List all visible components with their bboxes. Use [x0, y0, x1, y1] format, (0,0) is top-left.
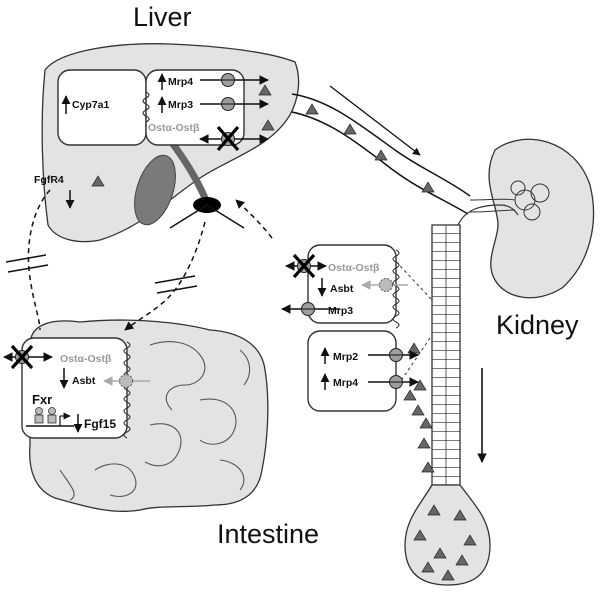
intestine-ost-knockout-mark — [10, 344, 34, 370]
urine-drop — [404, 484, 491, 586]
bile-acid-liver-3 — [91, 175, 105, 187]
blocked-signal-mark-left — [5, 254, 49, 273]
renal-tubule-bend — [457, 204, 519, 226]
kidney-cell-upper — [307, 244, 397, 324]
enterocyte — [21, 337, 128, 439]
blood-vessel-lower — [291, 111, 469, 215]
kidney-mrp3-label: Mrp3 — [328, 305, 353, 317]
fgfr4-label: FgfR4 — [34, 174, 64, 186]
liver-title: Liver — [133, 2, 192, 32]
intestine-ost-label: Ostα-Ostβ — [60, 353, 112, 365]
kidney-organ — [488, 138, 595, 299]
intestine-loops — [59, 341, 251, 501]
intestine-title: Intestine — [217, 519, 319, 549]
gallbladder — [134, 154, 176, 226]
bile-to-intestine-flow — [124, 221, 206, 331]
kidney-to-liver-flow — [235, 199, 273, 239]
blocked-signal-mark-mid — [154, 275, 198, 294]
kidney-asbt-label: Asbt — [330, 283, 354, 295]
bile-acid-liver-2 — [261, 119, 275, 131]
kidney-ost-label: Ostα-Ostβ — [328, 262, 380, 274]
kidney-ost-knockout-mark — [292, 253, 316, 279]
kidney-asbt-transporter — [379, 278, 393, 292]
kidney-mrp2-label: Mrp2 — [333, 351, 358, 363]
kidney-mrp4-label: Mrp4 — [333, 377, 358, 389]
glomerulus — [469, 180, 550, 221]
liver-mrp4-label: Mrp4 — [168, 76, 193, 88]
kidney-title: Kidney — [496, 310, 579, 340]
bile-canaliculus — [142, 91, 150, 123]
fxr-label: Fxr — [32, 392, 52, 407]
hepatocyte-right — [145, 69, 245, 146]
liver-mrp3-label: Mrp3 — [168, 99, 193, 111]
bile-acids-tubule — [403, 342, 435, 473]
intestine-asbt-label: Asbt — [72, 375, 96, 387]
bile-acids-urine — [413, 504, 477, 581]
fxr-gene-icon — [26, 407, 74, 427]
liver-ost-knockout-mark — [216, 125, 240, 152]
kidney-cell-lower — [307, 330, 397, 412]
intestine-asbt-transporter — [119, 374, 133, 388]
bile-acid-liver-1 — [258, 84, 272, 96]
blood-vessel-upper — [291, 93, 471, 197]
cyp7a1-label: Cyp7a1 — [72, 99, 110, 111]
fgf15-label: Fgf15 — [84, 417, 116, 431]
liver-ost-label: Ostα-Ostβ — [148, 122, 200, 134]
fgf15-to-liver-signal — [27, 189, 51, 331]
